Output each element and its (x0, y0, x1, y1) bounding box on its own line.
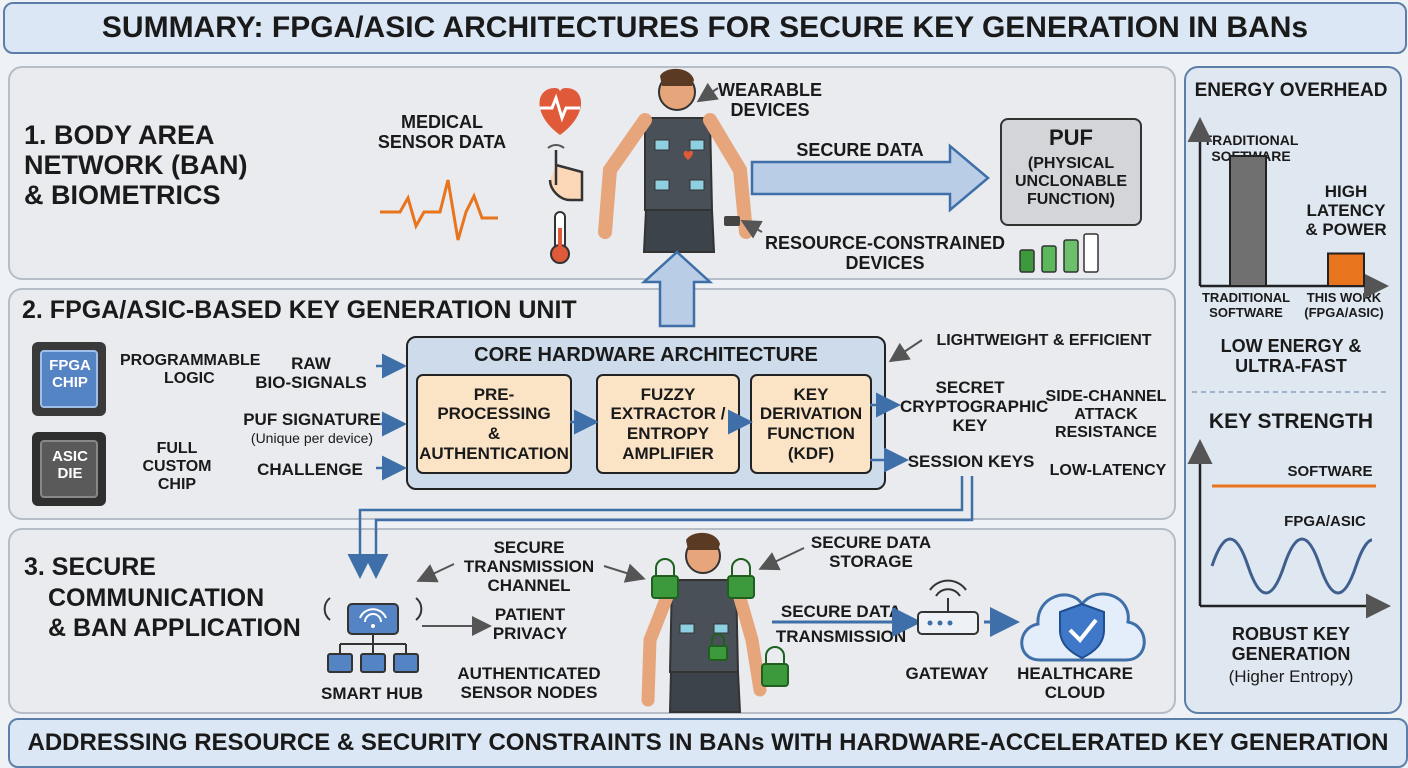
puf-signature-sublabel: (Unique per device) (250, 430, 374, 446)
energy-x-label-fpga: THIS WORK(FPGA/ASIC) (1304, 290, 1384, 320)
footer-text: ADDRESSING RESOURCE & SECURITY CONSTRAIN… (27, 729, 1389, 756)
gateway-label: GATEWAY (905, 664, 989, 683)
lightweight-label: LIGHTWEIGHT & EFFICIENT (936, 332, 1152, 349)
puf-box (1000, 118, 1142, 226)
kdf-block: KEY DERIVATION FUNCTION (KDF) (750, 374, 872, 474)
challenge-label: CHALLENGE (257, 460, 363, 479)
energy-summary: LOW ENERGY &ULTRA-FAST (1220, 336, 1362, 377)
software-line-label: SOFTWARE (1287, 463, 1373, 480)
secure-data-label: SECURE DATA (796, 140, 924, 160)
fpga-wave-label: FPGA/ASIC (1284, 513, 1366, 530)
puf-title: PUF (1049, 125, 1093, 150)
fpga-chip-icon (32, 342, 106, 416)
puf-signature-label: PUF SIGNATURE (243, 410, 381, 429)
preprocessing-block: PRE- PROCESSING & AUTHENTICATION (416, 374, 572, 474)
smart-hub-label: SMART HUB (321, 684, 423, 703)
asic-die-icon (32, 432, 106, 506)
page-title: SUMMARY: FPGA/ASIC ARCHITECTURES FOR SEC… (101, 11, 1309, 44)
energy-heading: ENERGY OVERHEAD (1194, 80, 1388, 101)
title-banner: SUMMARY: FPGA/ASIC ARCHITECTURES FOR SEC… (3, 2, 1407, 54)
section-2-heading: 2. FPGA/ASIC-BASED KEY GENERATION UNIT (22, 296, 577, 324)
core-architecture-title: CORE HARDWARE ARCHITECTURE (474, 344, 818, 366)
key-strength-subtitle: (Higher Entropy) (1228, 667, 1354, 686)
footer-banner: ADDRESSING RESOURCE & SECURITY CONSTRAIN… (8, 718, 1408, 768)
secure-data-sublabel: (ECG/PPG/BIO-SIGNALS) (764, 167, 958, 184)
key-strength-heading: KEY STRENGTH (1208, 410, 1374, 433)
low-latency-label: LOW-LATENCY (1049, 462, 1167, 479)
session-keys-label: SESSION KEYS (907, 452, 1035, 471)
fuzzy-extractor-block: FUZZY EXTRACTOR / ENTROPY AMPLIFIER (596, 374, 740, 474)
